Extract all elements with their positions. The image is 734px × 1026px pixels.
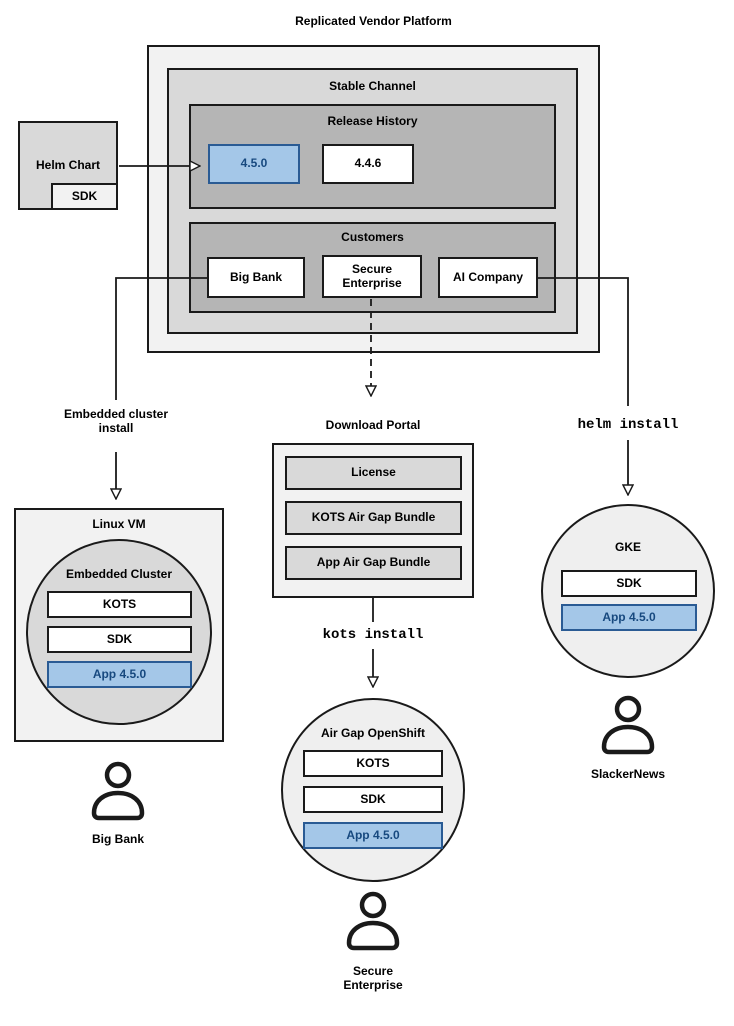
right-app-box: App 4.5.0 — [561, 604, 697, 631]
right-sdk-box: SDK — [561, 570, 697, 597]
page-title: Replicated Vendor Platform — [295, 14, 452, 28]
slackernews-user: SlackerNews — [568, 694, 688, 781]
big-bank-user-label: Big Bank — [91, 832, 144, 846]
kots-install-label: kots install — [322, 627, 424, 643]
middle-sdk-box: SDK — [303, 786, 443, 813]
release-history-label: Release History — [327, 114, 418, 128]
release-version-previous: 4.4.6 — [322, 144, 414, 184]
secure-enterprise-user-label: Secure Enterprise — [343, 964, 403, 993]
portal-item-app-bundle: App Air Gap Bundle — [285, 546, 462, 580]
customer-big-bank: Big Bank — [207, 257, 305, 298]
customer-secure-enterprise: Secure Enterprise — [322, 255, 422, 298]
person-icon — [601, 695, 655, 755]
middle-kots-box: KOTS — [303, 750, 443, 777]
release-version-current: 4.5.0 — [208, 144, 300, 184]
helm-install-label: helm install — [577, 417, 679, 433]
big-bank-user: Big Bank — [58, 760, 178, 846]
person-icon — [91, 761, 145, 821]
customer-ai-company: AI Company — [438, 257, 538, 298]
portal-item-kots-bundle: KOTS Air Gap Bundle — [285, 501, 462, 535]
helm-chart-sdk-box: SDK — [51, 183, 118, 210]
linux-vm-label: Linux VM — [92, 517, 146, 531]
left-app-box: App 4.5.0 — [47, 661, 192, 688]
slackernews-user-label: SlackerNews — [590, 767, 666, 781]
customers-label: Customers — [341, 230, 404, 244]
portal-item-license: License — [285, 456, 462, 490]
gke-label: GKE — [614, 540, 641, 554]
embedded-cluster-label: Embedded Cluster — [65, 567, 173, 581]
secure-enterprise-user: Secure Enterprise — [323, 890, 423, 993]
download-portal-label: Download Portal — [325, 418, 421, 432]
left-kots-box: KOTS — [47, 591, 192, 618]
middle-app-box: App 4.5.0 — [303, 822, 443, 849]
helm-chart-label: Helm Chart — [35, 158, 100, 172]
airgap-openshift-label: Air Gap OpenShift — [320, 726, 425, 740]
person-icon — [346, 891, 400, 951]
stable-channel-label: Stable Channel — [329, 79, 416, 93]
left-sdk-box: SDK — [47, 626, 192, 653]
embedded-install-label: Embedded cluster install — [63, 407, 169, 435]
